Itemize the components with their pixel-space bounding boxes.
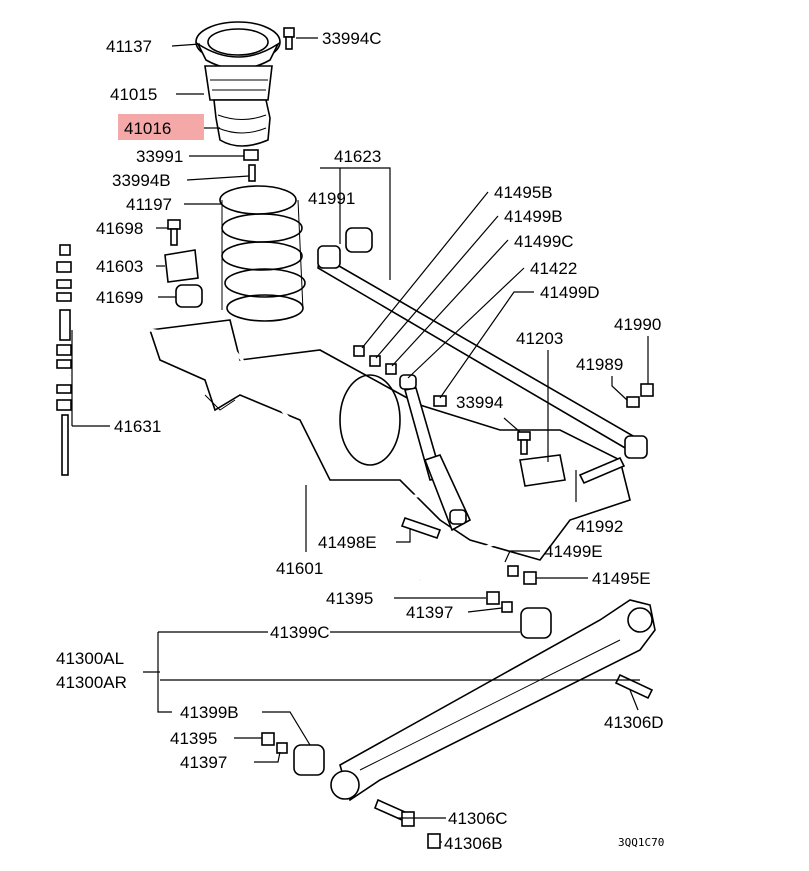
label-41397-lower[interactable]: 41397 — [180, 753, 227, 772]
nut-washer-41395-41397-upper — [486, 591, 513, 613]
label-41990[interactable]: 41990 — [614, 315, 661, 334]
washer-41989 — [626, 396, 640, 408]
leader-lines — [71, 37, 649, 843]
bump-stop-41203 — [519, 454, 566, 487]
label-41699[interactable]: 41699 — [96, 288, 143, 307]
label-33991[interactable]: 33991 — [136, 147, 183, 166]
washer-41499D — [433, 395, 447, 407]
label-41300AL[interactable]: 41300AL — [56, 649, 124, 668]
label-41016[interactable]: 41016 — [124, 119, 171, 138]
nut-41990 — [640, 383, 654, 397]
label-41399C[interactable]: 41399C — [270, 623, 330, 642]
label-41623[interactable]: 41623 — [334, 147, 381, 166]
bolt-41498E — [400, 516, 442, 540]
label-41991[interactable]: 41991 — [308, 189, 355, 208]
label-41499B[interactable]: 41499B — [504, 207, 563, 226]
label-41495B[interactable]: 41495B — [494, 183, 553, 202]
diagram-code: 3QQ1C70 — [618, 836, 664, 849]
bushing-41991 — [345, 227, 373, 253]
label-41306B[interactable]: 41306B — [444, 834, 503, 853]
label-41137[interactable]: 41137 — [106, 37, 152, 56]
bolt-33994B — [248, 164, 256, 182]
label-41499E[interactable]: 41499E — [544, 542, 603, 561]
label-41499D[interactable]: 41499D — [540, 283, 600, 302]
nut-33991 — [243, 149, 259, 161]
stabilizer-link-41631 — [56, 244, 72, 476]
label-41499C[interactable]: 41499C — [514, 232, 574, 251]
lower-arm-41300A — [330, 599, 656, 802]
label-41397-upper[interactable]: 41397 — [406, 603, 453, 622]
bolt-41306B — [427, 833, 441, 849]
coil-spring-41197 — [219, 185, 306, 322]
bushing-41699 — [175, 284, 203, 308]
nuts-41499E-41495E — [507, 565, 537, 585]
label-41300AR[interactable]: 41300AR — [56, 673, 127, 692]
shock-absorber-41422 — [399, 374, 472, 532]
label-41306C[interactable]: 41306C — [448, 809, 508, 828]
label-41698[interactable]: 41698 — [96, 219, 143, 238]
bracket-41603 — [164, 249, 199, 283]
bolt-33994 — [517, 431, 531, 455]
label-41992[interactable]: 41992 — [576, 517, 623, 536]
label-41989[interactable]: 41989 — [576, 355, 623, 374]
label-41203[interactable]: 41203 — [516, 329, 563, 348]
stabilizer-bar-41601 — [69, 328, 512, 582]
highlight-41016 — [118, 114, 204, 140]
part-labels: 41137 33994C 41015 41016 33991 33994B 41… — [56, 29, 664, 853]
label-41603[interactable]: 41603 — [96, 257, 143, 276]
bump-stopper-seat-41137 — [195, 21, 281, 70]
label-41197[interactable]: 41197 — [126, 195, 172, 214]
bolt-41992 — [578, 456, 626, 485]
bump-stopper-body-41016 — [213, 99, 271, 147]
label-41395-lower[interactable]: 41395 — [170, 729, 217, 748]
label-41422[interactable]: 41422 — [530, 259, 577, 278]
label-41306D[interactable]: 41306D — [604, 713, 664, 732]
bolt-41698 — [167, 219, 181, 246]
label-33994B[interactable]: 33994B — [112, 171, 171, 190]
label-41399B[interactable]: 41399B — [180, 703, 239, 722]
bolt-41306D — [614, 673, 654, 700]
nut-washer-41395-41397-lower — [261, 732, 288, 754]
bushing-41399C — [520, 607, 552, 639]
bushing-41399B — [293, 744, 325, 776]
label-41498E[interactable]: 41498E — [318, 533, 377, 552]
label-41601[interactable]: 41601 — [276, 559, 323, 578]
label-41495E[interactable]: 41495E — [592, 569, 651, 588]
label-33994[interactable]: 33994 — [456, 393, 503, 412]
label-41631[interactable]: 41631 — [114, 417, 161, 436]
small-nuts-41495B-41499B-41499C — [353, 345, 397, 375]
upper-link-41623 — [317, 245, 648, 459]
rear-axle-housing — [148, 319, 631, 561]
label-41395-upper[interactable]: 41395 — [326, 589, 373, 608]
label-33994C[interactable]: 33994C — [322, 29, 382, 48]
bolt-41306C — [373, 798, 415, 827]
label-41015[interactable]: 41015 — [110, 85, 157, 104]
bump-stopper-41015 — [204, 65, 273, 101]
bolt-33994C — [283, 27, 295, 50]
